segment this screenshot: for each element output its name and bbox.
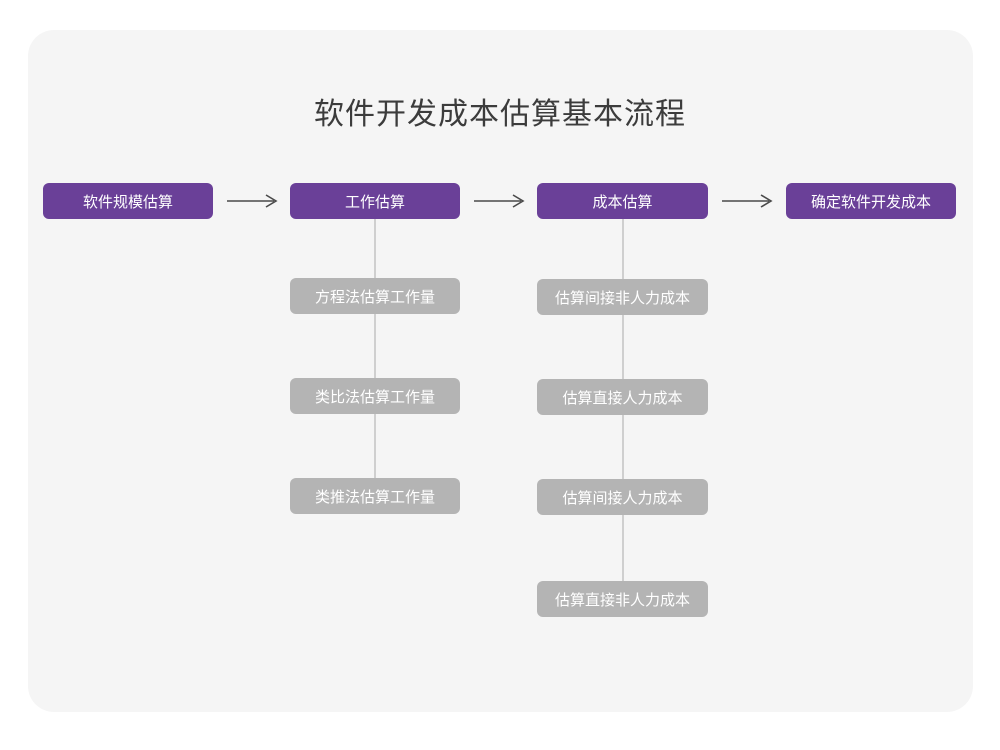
branch-node-indirect-labor-cost[interactable]: 估算间接人力成本 <box>537 479 708 515</box>
flow-arrow-3 <box>720 183 778 219</box>
branch-node-analogous-method-effort[interactable]: 类推法估算工作量 <box>290 478 460 514</box>
branch-node-equation-method-effort[interactable]: 方程法估算工作量 <box>290 278 460 314</box>
branch-node-indirect-nonlabor-cost[interactable]: 估算间接非人力成本 <box>537 279 708 315</box>
flow-arrow-2 <box>472 183 530 219</box>
page-title: 软件开发成本估算基本流程 <box>314 98 686 131</box>
branch-node-direct-labor-cost[interactable]: 估算直接人力成本 <box>537 379 708 415</box>
connector-line-effort-branch <box>374 219 376 479</box>
branch-node-direct-nonlabor-cost[interactable]: 估算直接非人力成本 <box>537 581 708 617</box>
flow-arrow-1 <box>225 183 283 219</box>
flow-step-determine-development-cost[interactable]: 确定软件开发成本 <box>786 183 956 219</box>
flow-step-software-scale-estimation[interactable]: 软件规模估算 <box>43 183 213 219</box>
branch-node-analogy-method-effort[interactable]: 类比法估算工作量 <box>290 378 460 414</box>
flow-step-cost-estimation[interactable]: 成本估算 <box>537 183 708 219</box>
flow-step-effort-estimation[interactable]: 工作估算 <box>290 183 460 219</box>
diagram-card <box>28 30 973 712</box>
